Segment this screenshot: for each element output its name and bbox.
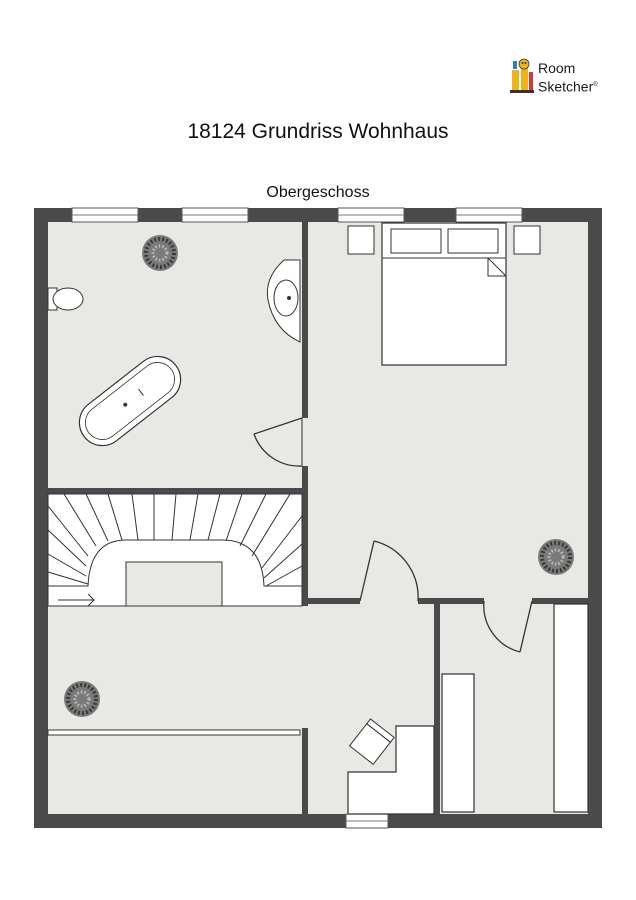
toilet-icon	[47, 287, 84, 311]
interior-walls	[48, 222, 588, 814]
floor-label: Obergeschoss	[266, 184, 370, 201]
bath-bedroom-wall	[302, 222, 308, 418]
plant-icon	[538, 539, 574, 575]
closet-wall	[434, 604, 440, 814]
logo-word-room: Room	[538, 60, 576, 76]
sink-icon	[266, 259, 301, 343]
bathroom-door	[253, 417, 303, 467]
desk-icon	[347, 725, 435, 815]
bedroom-door	[359, 540, 419, 602]
closet-door	[483, 600, 533, 653]
plan-title: 18124 Grundriss Wohnhaus	[187, 120, 449, 143]
bath-stair-wall	[48, 488, 302, 494]
double-bed-icon	[381, 222, 507, 366]
window	[455, 207, 523, 223]
bath-bedroom-wall-lower	[302, 466, 308, 606]
nightstand-icon	[513, 225, 541, 255]
bedroom-hall-wall-middle	[418, 598, 484, 604]
bathtub-icon	[78, 355, 182, 447]
pencil-mascot-icon	[510, 58, 534, 93]
hall-partition-wall	[302, 728, 308, 814]
logo-word-sketcher: Sketcher®	[538, 78, 598, 95]
registered-mark: ®	[593, 82, 598, 88]
window	[71, 207, 139, 223]
shelf-icon	[441, 673, 475, 813]
window	[181, 207, 249, 223]
exterior-walls	[34, 208, 602, 828]
nightstand-icon	[347, 225, 375, 255]
bedroom-hall-wall-left	[308, 598, 360, 604]
staircase-icon	[47, 493, 303, 607]
windows	[71, 207, 523, 829]
railing	[47, 729, 301, 736]
bedroom-hall-wall-right	[532, 598, 588, 604]
window	[337, 207, 405, 223]
window	[345, 813, 389, 829]
doors	[253, 417, 533, 653]
plant-icon	[64, 681, 100, 717]
roomsketcher-logo: Room Sketcher®	[510, 56, 610, 96]
chair-icon	[348, 718, 395, 765]
wardrobe-icon	[553, 603, 589, 813]
plant-icon	[142, 235, 178, 271]
